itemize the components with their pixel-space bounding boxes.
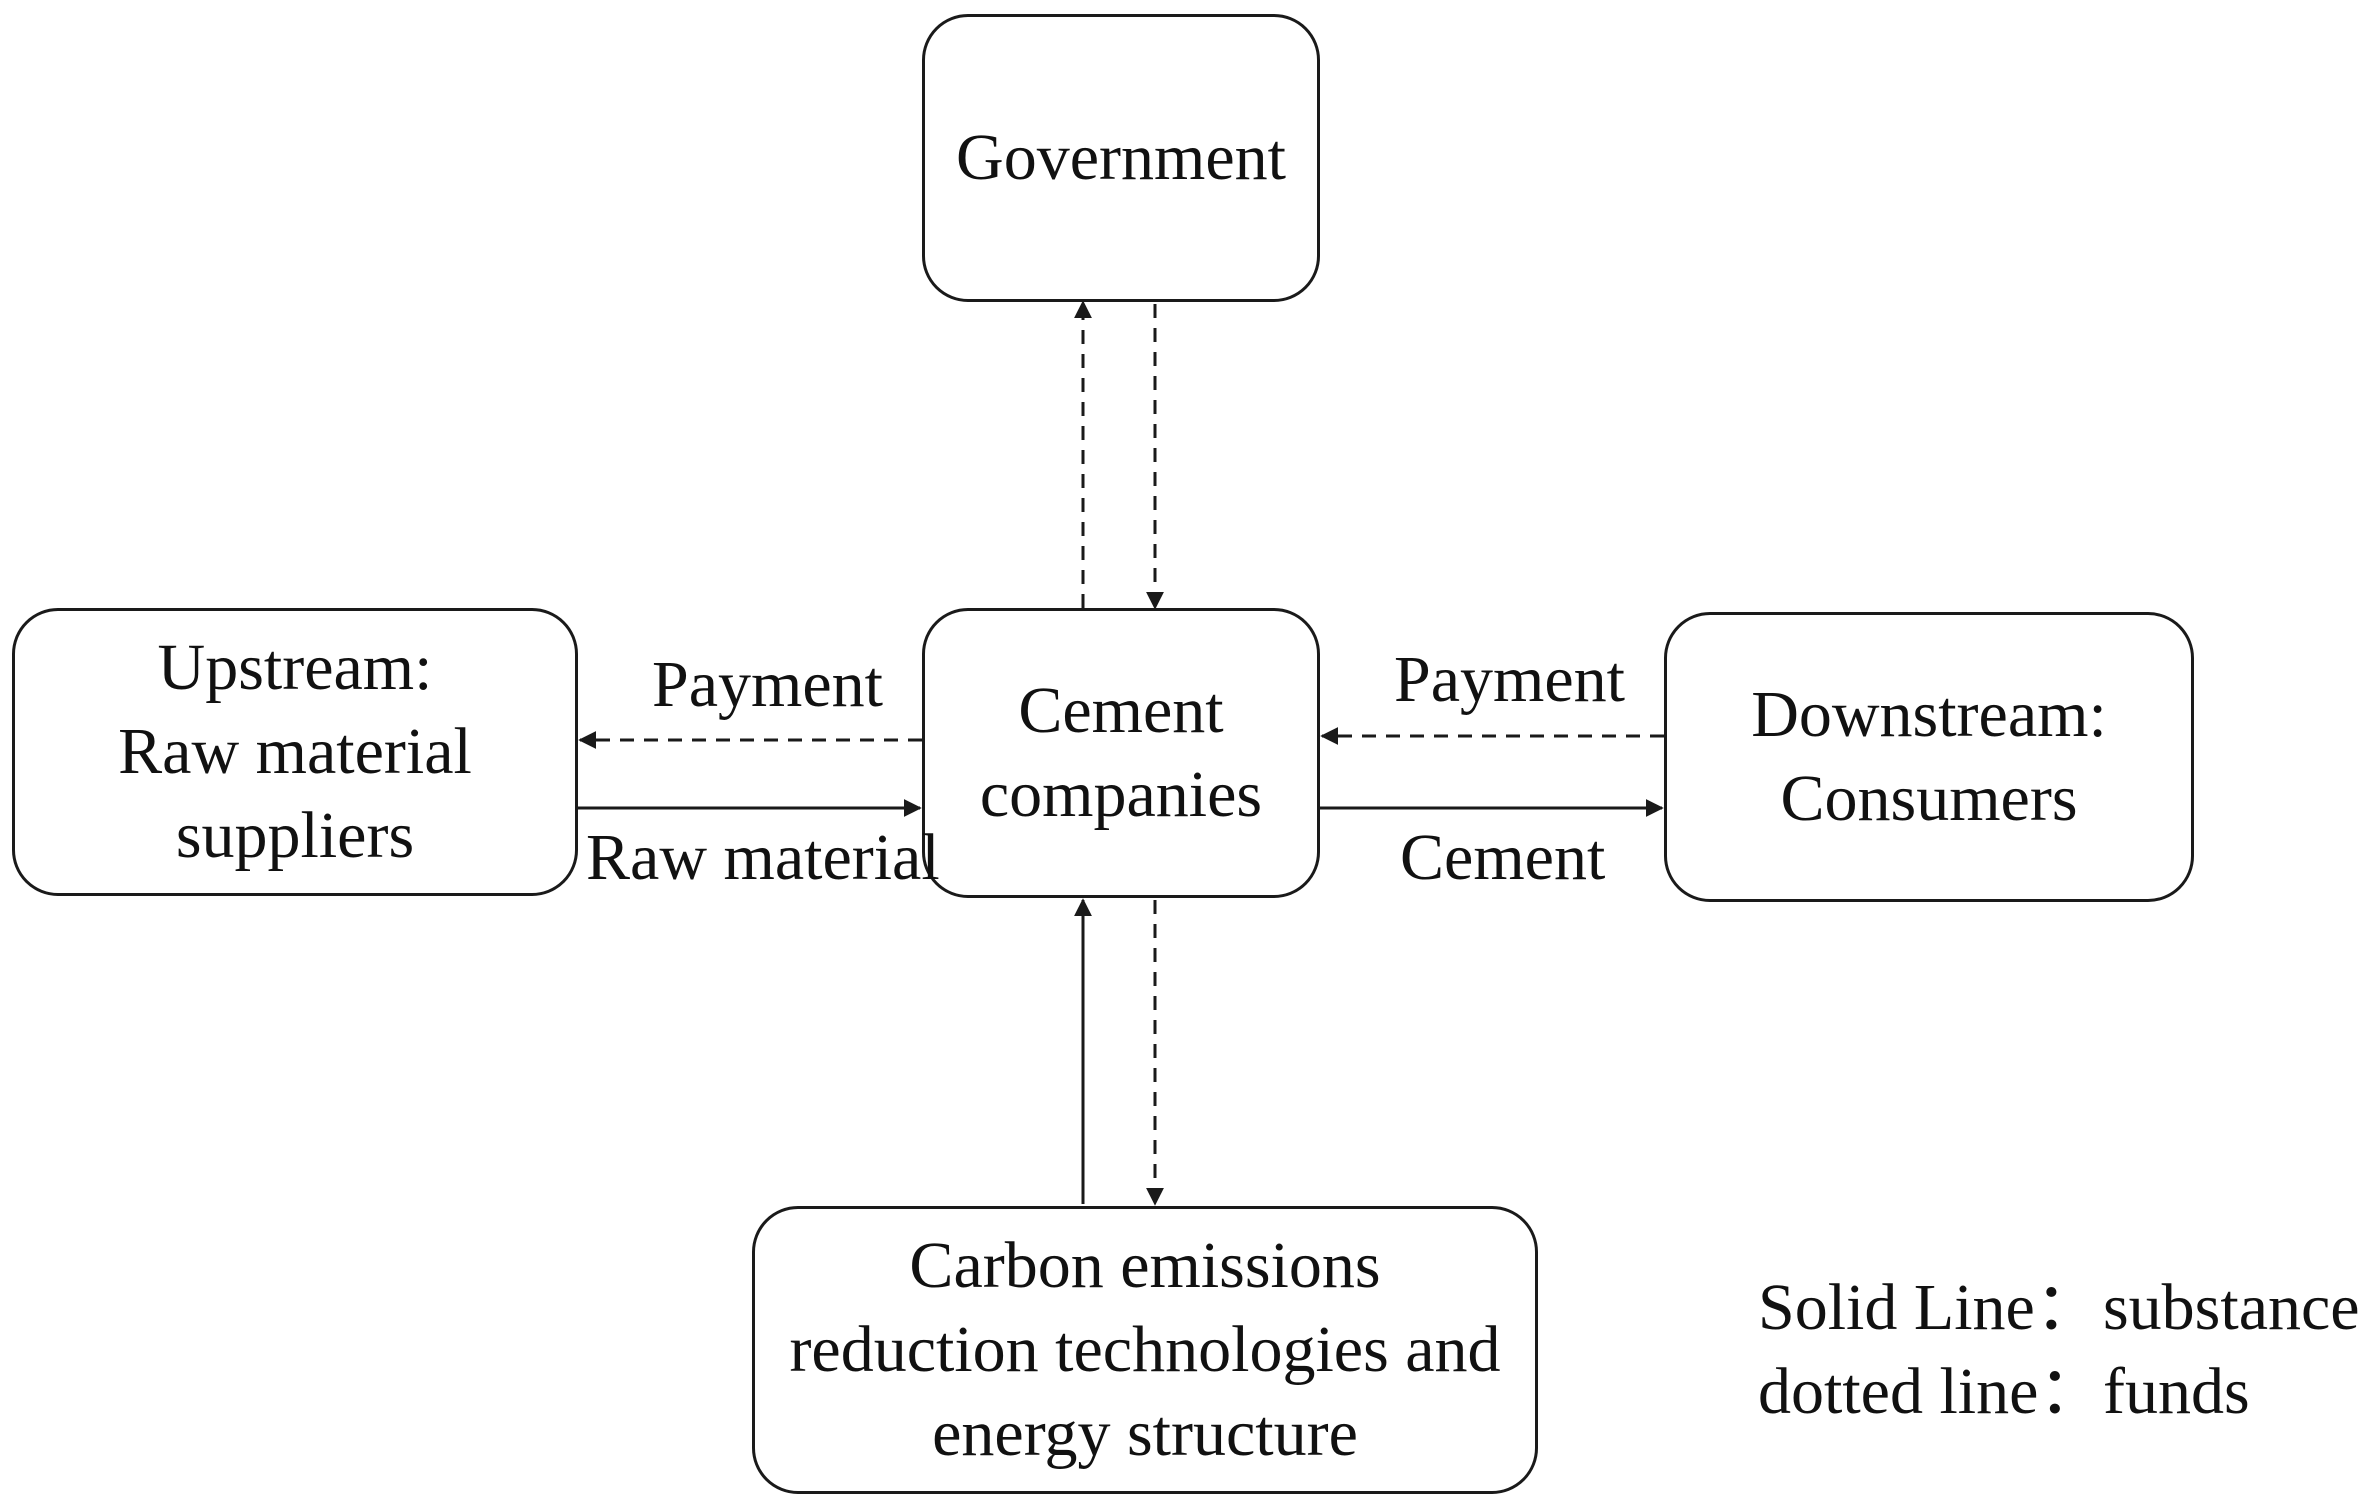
cement-companies-label-line2: companies xyxy=(979,758,1263,831)
cement-companies-label-line1: Cement xyxy=(1018,674,1224,747)
carbon-label-line3: energy structure xyxy=(932,1397,1358,1470)
legend-key-solid: Solid Line： xyxy=(1758,1271,2101,1344)
upstream-label-line3: suppliers xyxy=(175,799,415,872)
right-payment-label: Payment xyxy=(1394,643,1625,716)
downstream-label-line1: Downstream: xyxy=(1751,678,2107,751)
legend-row-solid: Solid Line： substance xyxy=(1758,1266,2360,1350)
cement-companies-node: Cement companies xyxy=(922,608,1320,898)
carbon-label-line1: Carbon emissions xyxy=(909,1229,1381,1302)
upstream-label-line1: Upstream: xyxy=(157,631,433,704)
left-payment-label: Payment xyxy=(652,648,883,721)
downstream-label-line2: Consumers xyxy=(1780,762,2078,835)
cement-label: Cement xyxy=(1400,821,1606,894)
legend-key-dotted: dotted line： xyxy=(1758,1355,2105,1428)
legend: Solid Line： substance dotted line： funds xyxy=(1758,1266,2360,1434)
downstream-node: Downstream: Consumers xyxy=(1664,612,2194,902)
carbon-reduction-node: Carbon emissions reduction technologies … xyxy=(752,1206,1538,1494)
raw-material-label: Raw material xyxy=(586,821,940,894)
legend-row-dotted: dotted line： funds xyxy=(1758,1350,2360,1434)
legend-value-dotted: funds xyxy=(2103,1355,2250,1428)
government-node: Government xyxy=(922,14,1320,302)
upstream-label-line2: Raw material xyxy=(118,715,472,788)
carbon-label-line2: reduction technologies and xyxy=(789,1313,1501,1386)
legend-value-solid: substance xyxy=(2103,1271,2360,1344)
government-label: Government xyxy=(956,121,1286,194)
upstream-node: Upstream: Raw material suppliers xyxy=(12,608,578,896)
